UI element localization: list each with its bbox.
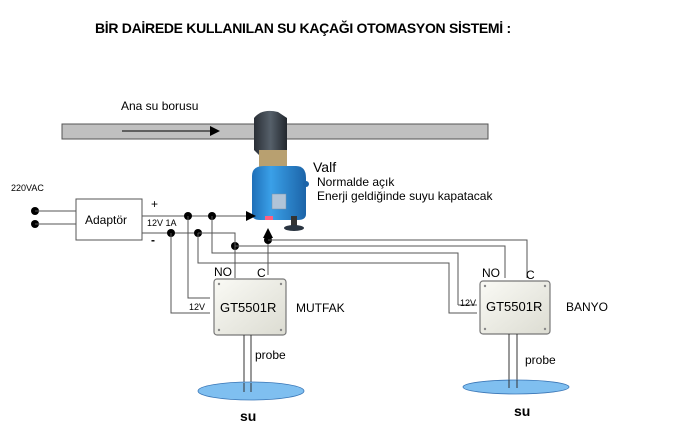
- sensor-banyo: NO C GT5501R 12V BANYO probe su: [460, 266, 608, 419]
- pipe-label: Ana su borusu: [121, 99, 198, 113]
- valve-desc-1: Normalde açık: [317, 175, 395, 189]
- plus-label: +: [151, 197, 158, 211]
- minus-label: -: [151, 233, 155, 247]
- valve-knob: [303, 181, 309, 187]
- valve-desc-2: Enerji geldiğinde suyu kapatacak: [317, 189, 493, 203]
- valve-body: [252, 166, 306, 220]
- mutfak-no-label: NO: [214, 265, 232, 279]
- valve-plus-arrow-icon: [246, 211, 256, 221]
- banyo-probe-label: probe: [525, 353, 556, 367]
- valve-foot: [291, 216, 297, 226]
- mutfak-sensor-box: [213, 278, 287, 336]
- adapter-output-label: 12V 1A: [147, 218, 177, 228]
- valve-c-arrow-icon: [263, 228, 273, 238]
- banyo-room-label: BANYO: [566, 300, 608, 314]
- banyo-c-label: C: [526, 268, 535, 282]
- banyo-12v-label: 12V: [460, 298, 476, 308]
- flow-arrow-icon: [210, 126, 220, 136]
- sensor-mutfak: NO C GT5501R 12V MUTFAK probe su: [189, 265, 345, 424]
- valve-foot-base: [284, 225, 304, 231]
- valve-name: Valf: [313, 159, 336, 175]
- valve-neck: [259, 150, 287, 170]
- banyo-model: GT5501R: [486, 299, 542, 314]
- input-voltage-label: 220VAC: [11, 183, 44, 193]
- valve-clamp: [254, 110, 287, 161]
- mutfak-probe-label: probe: [255, 348, 286, 362]
- valve: [252, 110, 309, 231]
- mutfak-c-label: C: [257, 266, 266, 280]
- adapter-label: Adaptör: [85, 213, 127, 227]
- banyo-water-puddle: [462, 379, 570, 395]
- mutfak-water-label: su: [240, 408, 256, 424]
- mutfak-room-label: MUTFAK: [296, 301, 345, 315]
- mutfak-12v-label: 12V: [189, 302, 205, 312]
- adapter-box: [75, 198, 143, 241]
- banyo-no-label: NO: [482, 266, 500, 280]
- mutfak-model: GT5501R: [220, 300, 276, 315]
- valve-label-plate: [271, 193, 287, 210]
- valve-connector: [265, 216, 273, 220]
- banyo-sensor-box: [479, 280, 551, 335]
- diagram-title: BİR DAİREDE KULLANILAN SU KAÇAĞI OTOMASY…: [95, 19, 511, 36]
- banyo-water-label: su: [514, 403, 530, 419]
